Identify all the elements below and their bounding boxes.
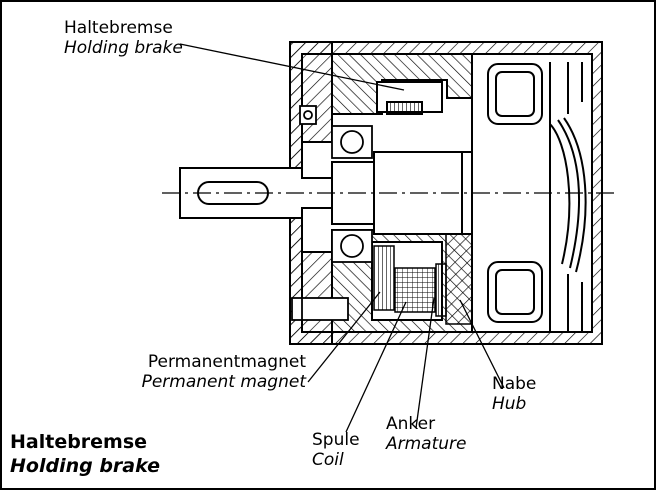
label-permanent-magnet: Permanentmagnet Permanent magnet — [114, 352, 306, 392]
figure-title: Haltebremse Holding brake — [10, 430, 160, 478]
label-armature: Anker Armature — [386, 414, 466, 454]
label-top-brake-en: Holding brake — [64, 38, 183, 58]
label-hub-en: Hub — [492, 394, 527, 414]
coil — [394, 267, 436, 313]
bolt — [291, 297, 349, 321]
figure-title-de: Haltebremse — [10, 431, 148, 453]
leader-lines — [179, 43, 505, 433]
figure-title-en: Holding brake — [10, 455, 160, 477]
motor-windings — [487, 62, 587, 332]
brake-housing-top — [331, 53, 473, 115]
label-hub: Nabe Hub — [492, 374, 536, 414]
permanent-magnet — [373, 245, 395, 311]
label-armature-de: Anker — [386, 414, 436, 434]
bearings — [331, 125, 373, 263]
label-coil-en: Coil — [312, 450, 344, 470]
label-armature-en: Armature — [386, 434, 467, 454]
label-coil: Spule Coil — [312, 430, 360, 470]
label-hub-de: Nabe — [492, 374, 537, 394]
label-permanent-magnet-en: Permanent magnet — [141, 372, 306, 392]
lubrication-plug — [299, 105, 317, 125]
hub — [445, 233, 473, 325]
label-top-brake-de: Haltebremse — [64, 18, 173, 38]
armature — [435, 263, 447, 317]
label-permanent-magnet-de: Permanentmagnet — [147, 352, 306, 372]
label-top-brake: Haltebremse Holding brake — [64, 18, 183, 58]
label-coil-de: Spule — [312, 430, 360, 450]
